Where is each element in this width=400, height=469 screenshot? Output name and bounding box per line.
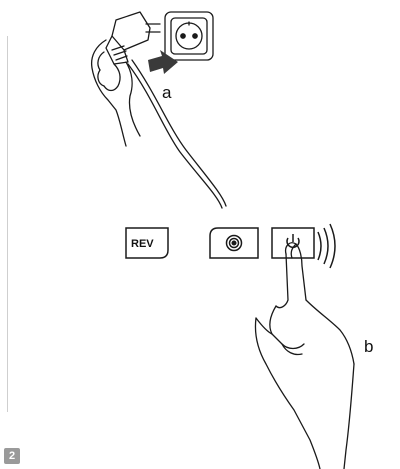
target-button[interactable] xyxy=(210,228,258,258)
label-b: b xyxy=(364,337,373,356)
power-button[interactable] xyxy=(272,224,335,268)
page-number-badge: 2 xyxy=(4,448,20,464)
rev-button[interactable]: REV xyxy=(126,228,168,258)
label-a: a xyxy=(162,83,172,102)
power-plug xyxy=(106,12,160,64)
power-cable xyxy=(128,64,222,208)
hand-a xyxy=(92,40,140,146)
wall-socket xyxy=(165,12,213,60)
rev-button-label: REV xyxy=(131,238,154,250)
hand-b xyxy=(255,243,354,469)
